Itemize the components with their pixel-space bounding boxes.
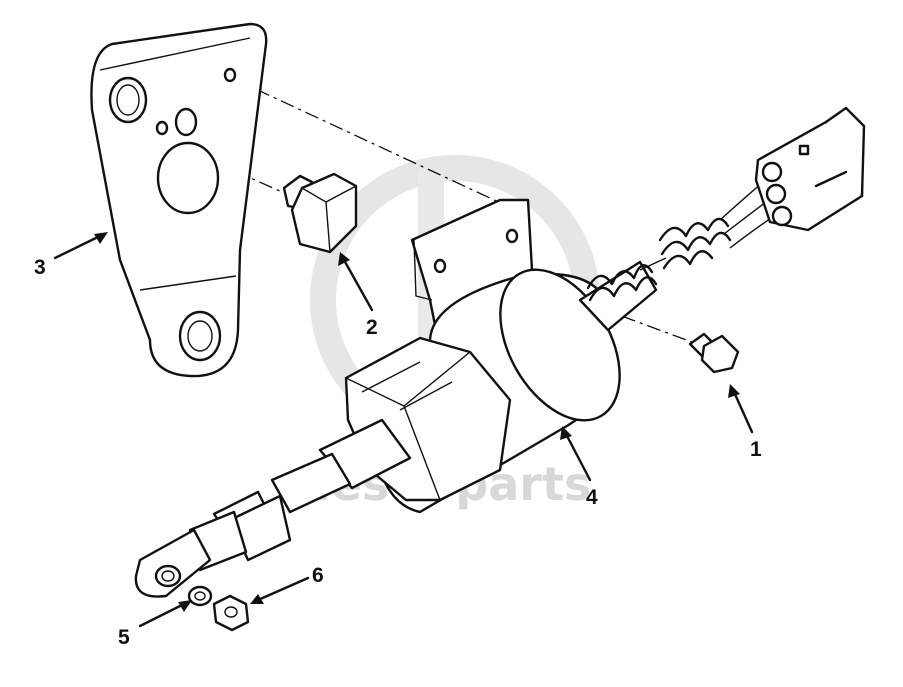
connector-harness bbox=[639, 106, 866, 271]
callout-6: 6 bbox=[312, 564, 324, 587]
solenoid bbox=[134, 198, 658, 598]
connector-spring bbox=[658, 217, 732, 270]
callout-1: 1 bbox=[750, 438, 762, 461]
hex-plug bbox=[282, 172, 358, 254]
mounting-bracket bbox=[90, 22, 268, 378]
hex-nut bbox=[212, 594, 250, 632]
bolt bbox=[688, 332, 740, 374]
callout-4: 4 bbox=[586, 486, 598, 509]
callout-5: 5 bbox=[118, 626, 130, 649]
washer bbox=[187, 585, 213, 607]
callout-3: 3 bbox=[34, 256, 46, 279]
callout-2: 2 bbox=[366, 316, 378, 339]
rear-spring bbox=[586, 264, 658, 302]
leader-arrows bbox=[53, 232, 754, 628]
